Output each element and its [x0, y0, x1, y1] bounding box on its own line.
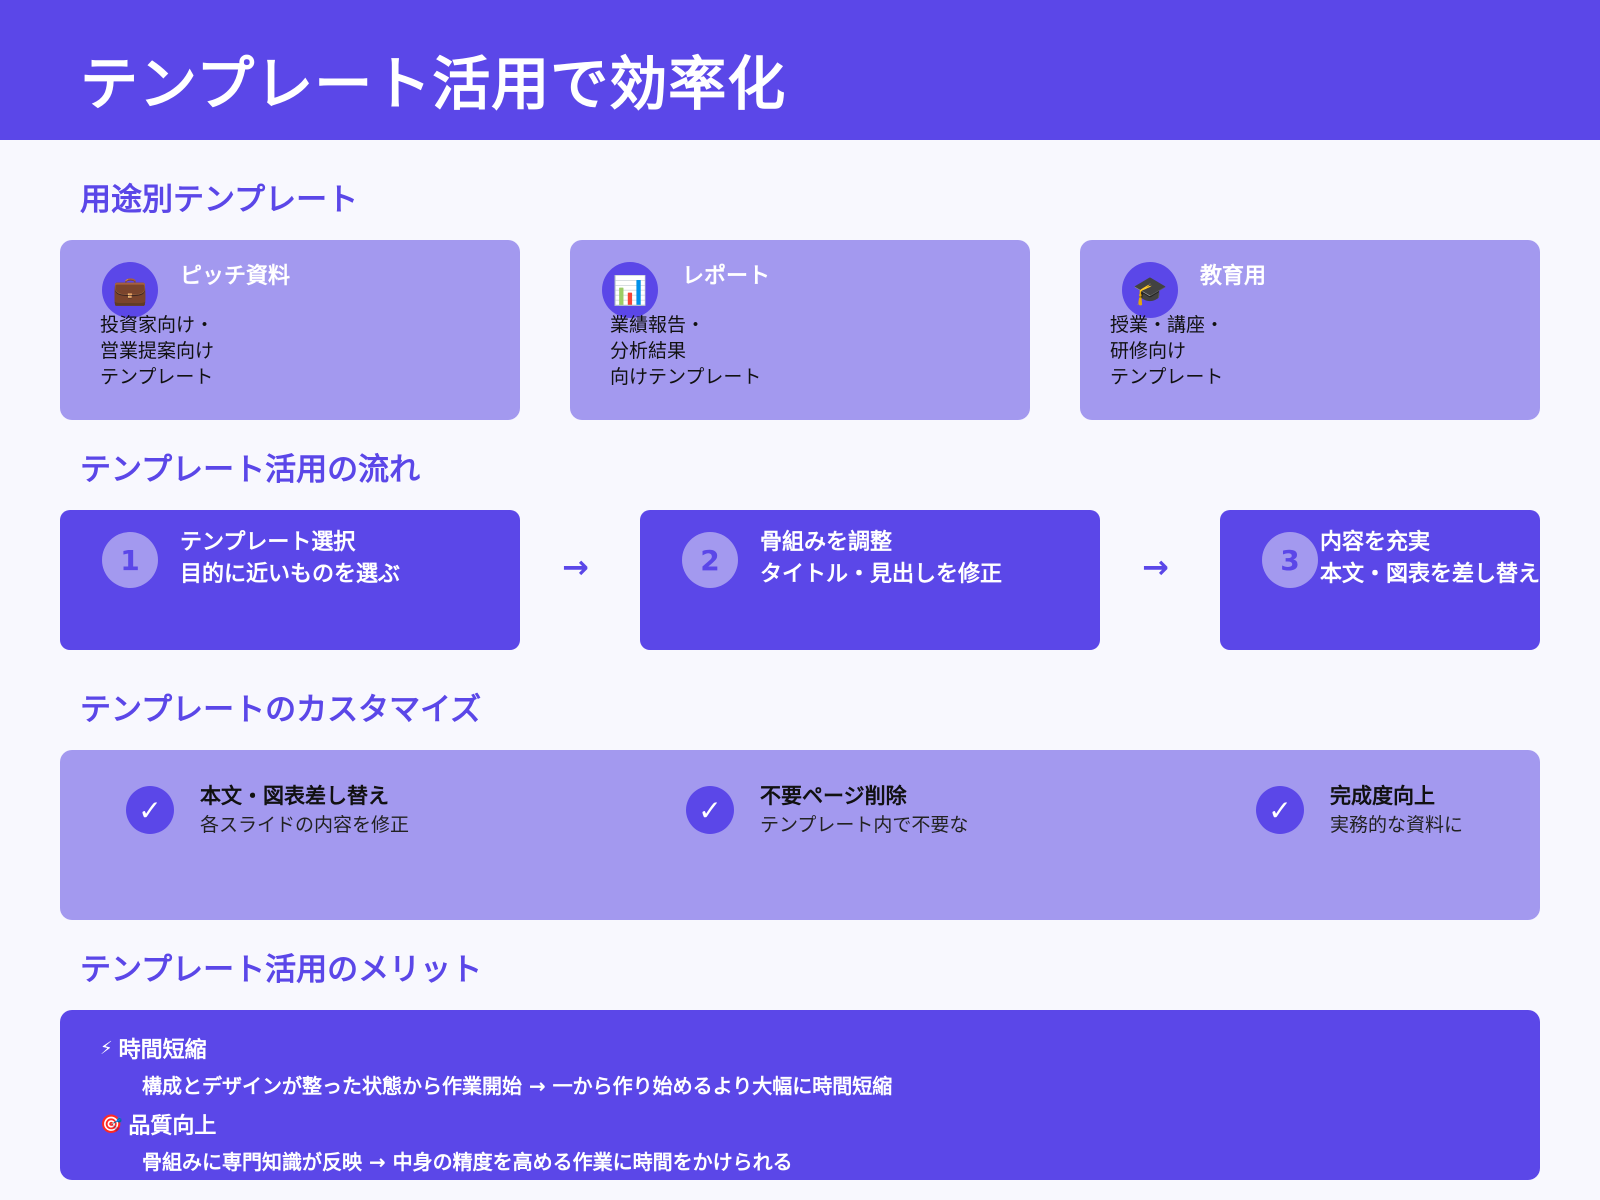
flow-step-3: 3 内容を充実 本文・図表を差し替え	[1220, 510, 1540, 650]
card-desc: 投資家向け・ 営業提案向け テンプレート	[100, 314, 215, 388]
merit-item-time: ⚡ 時間短縮 構成とデザインが整った状態から作業開始 → 一から作り始めるより大…	[100, 1032, 892, 1099]
step-desc: タイトル・見出しを修正	[760, 562, 1003, 587]
customize-item-title: 不要ページ削除	[760, 784, 907, 808]
section-title-use-cases: 用途別テンプレート	[80, 182, 359, 218]
merit-desc: 構成とデザインが整った状態から作業開始 → 一から作り始めるより大幅に時間短縮	[142, 1074, 893, 1098]
section-title-flow: テンプレート活用の流れ	[80, 452, 421, 488]
card-desc: 授業・講座・ 研修向け テンプレート	[1110, 314, 1225, 388]
section-title-customize: テンプレートのカスタマイズ	[80, 692, 482, 728]
merit-desc: 骨組みに専門知識が反映 → 中身の精度を高める作業に時間をかけられる	[142, 1150, 793, 1174]
step-title: 内容を充実	[1320, 530, 1431, 555]
customize-item-title: 完成度向上	[1330, 784, 1435, 808]
merit-item-quality: 🎯 品質向上 骨組みに専門知識が反映 → 中身の精度を高める作業に時間をかけられ…	[100, 1108, 793, 1175]
step-number: 3	[1262, 532, 1318, 588]
bar-chart-icon: 📊	[602, 262, 658, 318]
header-banner: テンプレート活用で効率化	[0, 0, 1600, 140]
check-icon: ✓	[126, 786, 174, 834]
briefcase-icon: 💼	[102, 262, 158, 318]
step-desc: 本文・図表を差し替え	[1320, 562, 1540, 587]
arrow-right-icon: →	[562, 548, 589, 586]
card-desc: 業績報告・ 分析結果 向けテンプレート	[610, 314, 762, 388]
target-icon: 🎯	[100, 1113, 123, 1135]
step-title: テンプレート選択	[180, 530, 356, 555]
flow-step-1: 1 テンプレート選択 目的に近いものを選ぶ	[60, 510, 520, 650]
card-title: レポート	[682, 264, 771, 289]
card-title: 教育用	[1200, 264, 1267, 289]
step-desc: 目的に近いものを選ぶ	[180, 562, 401, 587]
merits-panel: ⚡ 時間短縮 構成とデザインが整った状態から作業開始 → 一から作り始めるより大…	[60, 1010, 1540, 1180]
arrow-right-icon: →	[1142, 548, 1169, 586]
merit-title: 品質向上	[128, 1114, 217, 1139]
lightning-icon: ⚡	[100, 1037, 113, 1059]
customize-item-desc: 実務的な資料に	[1330, 814, 1464, 836]
step-number: 1	[102, 532, 158, 588]
customize-item-desc: 各スライドの内容を修正	[200, 814, 410, 836]
flow-step-2: 2 骨組みを調整 タイトル・見出しを修正	[640, 510, 1100, 650]
check-icon: ✓	[1256, 786, 1304, 834]
customize-item-title: 本文・図表差し替え	[200, 784, 389, 808]
graduation-cap-icon: 🎓	[1122, 262, 1178, 318]
use-case-card-education: 🎓 教育用 授業・講座・ 研修向け テンプレート	[1080, 240, 1540, 420]
customize-item-desc: テンプレート内で不要な	[760, 814, 969, 836]
step-title: 骨組みを調整	[760, 530, 893, 555]
check-icon: ✓	[686, 786, 734, 834]
use-case-card-pitch: 💼 ピッチ資料 投資家向け・ 営業提案向け テンプレート	[60, 240, 520, 420]
card-title: ピッチ資料	[180, 264, 291, 289]
section-title-merits: テンプレート活用のメリット	[80, 952, 483, 988]
customize-panel: ✓ 本文・図表差し替え 各スライドの内容を修正 ✓ 不要ページ削除 テンプレート…	[60, 750, 1540, 920]
use-case-card-report: 📊 レポート 業績報告・ 分析結果 向けテンプレート	[570, 240, 1030, 420]
page-title: テンプレート活用で効率化	[80, 50, 787, 118]
step-number: 2	[682, 532, 738, 588]
merit-title: 時間短縮	[118, 1038, 207, 1063]
